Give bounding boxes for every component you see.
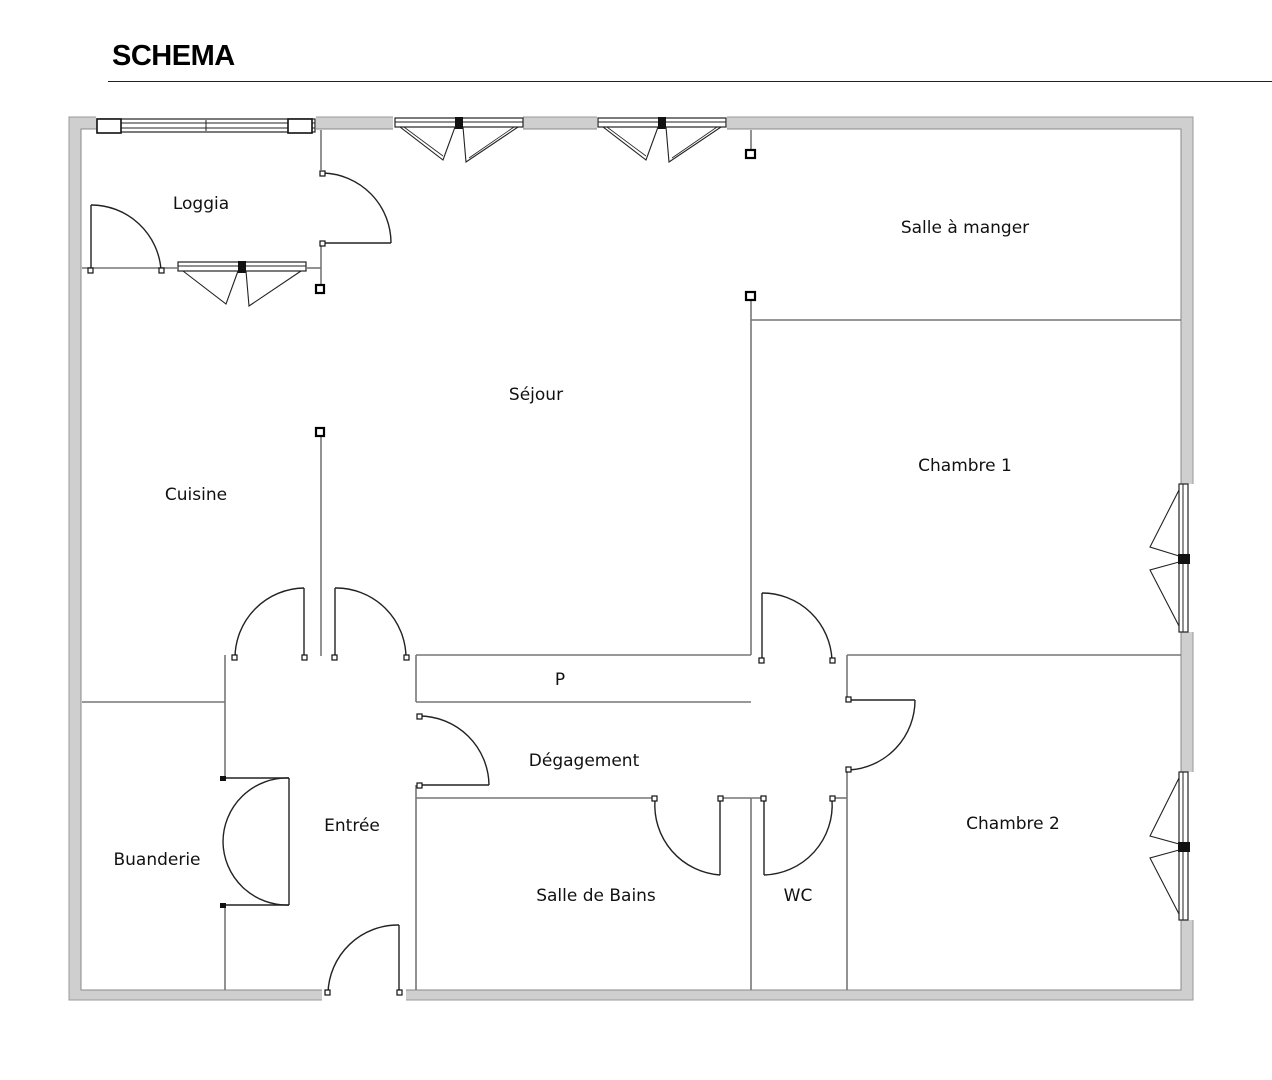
page-title: SCHEMA xyxy=(112,40,235,72)
room-label-placard: P xyxy=(555,670,565,690)
door-chambre-1 xyxy=(758,592,836,664)
room-label-wc: WC xyxy=(784,886,813,906)
door-degagement xyxy=(416,713,490,789)
room-label-buanderie: Buanderie xyxy=(113,850,200,870)
room-label-entree: Entrée xyxy=(324,816,380,836)
door-loggia-sejour xyxy=(319,170,392,247)
wall-posts xyxy=(314,148,757,438)
room-label-chambre-2: Chambre 2 xyxy=(966,814,1060,834)
interior-walls xyxy=(82,130,1181,990)
window-casement-top-1 xyxy=(394,117,524,163)
room-label-salle-a-manger: Salle à manger xyxy=(901,218,1029,238)
door-salle-de-bains xyxy=(651,795,724,876)
window-casement-right-1 xyxy=(1149,483,1190,633)
sliding-window xyxy=(96,118,316,134)
room-label-sejour: Séjour xyxy=(509,385,563,405)
door-wc xyxy=(760,795,836,876)
window-casement-right-2 xyxy=(1149,771,1190,921)
window-casement-top-2 xyxy=(597,117,727,163)
door-sejour xyxy=(331,587,410,661)
door-entree xyxy=(324,924,403,996)
title-underline xyxy=(108,81,1272,82)
room-label-degagement: Dégagement xyxy=(529,751,640,771)
outer-wall xyxy=(68,116,1194,1001)
window-casement-loggia xyxy=(177,261,307,307)
door-cuisine xyxy=(231,587,308,661)
room-label-chambre-1: Chambre 1 xyxy=(918,456,1012,476)
room-label-loggia: Loggia xyxy=(173,194,229,214)
door-loggia-left xyxy=(87,204,165,274)
room-label-salle-de-bains: Salle de Bains xyxy=(536,886,656,906)
door-chambre-2 xyxy=(845,696,916,773)
room-label-cuisine: Cuisine xyxy=(165,485,227,505)
door-buanderie-double xyxy=(220,776,290,908)
